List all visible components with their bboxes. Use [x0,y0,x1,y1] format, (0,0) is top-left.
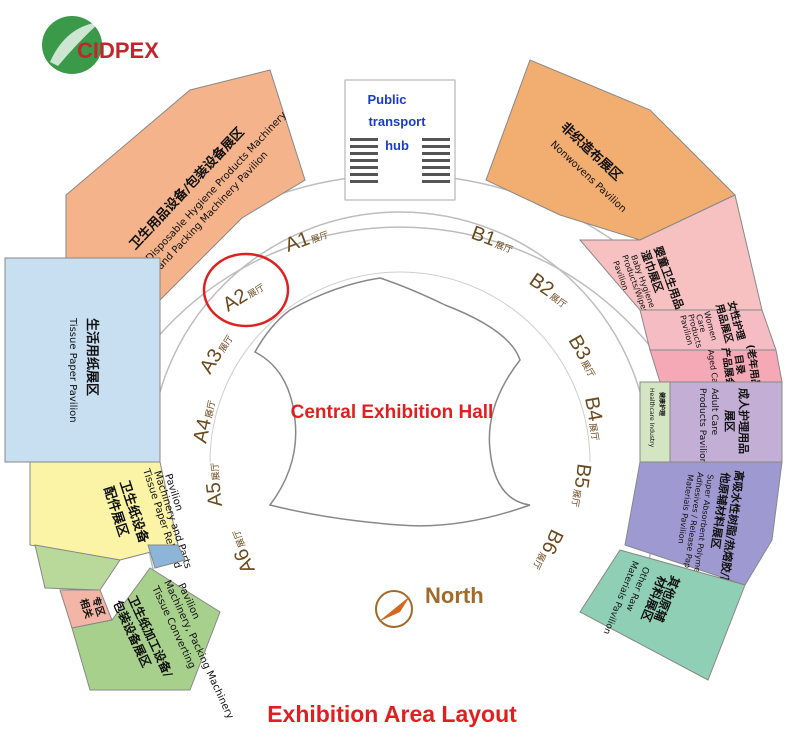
hall-code: B5 [570,462,595,489]
pavilion-small-blue[interactable] [147,544,186,569]
pavilion-women-care[interactable]: 女性护理 用品展区 Women Care Products Pavilion [639,299,777,351]
cidpex-logo: CIDPEX [42,16,159,74]
hub-label-line: Public [367,92,406,107]
hall-a6[interactable]: A6 展厅 [223,527,260,576]
hall-highlight-ring [202,252,290,328]
pavilion-aged-care[interactable]: (老年用品 产品展会) 目录 Aged Care [649,344,783,393]
hall-b6[interactable]: B6 展厅 [528,526,567,575]
stairs-left-icon [350,138,378,183]
hall-suffix: 展厅 [217,333,236,354]
pavilion-label-en: Products Pavilion [697,388,707,464]
north-compass: North [375,583,484,628]
pavilion-small-pink[interactable]: 专区 相关 [59,589,113,629]
hall-a5[interactable]: A5 展厅 [200,462,227,508]
hall-code: A6 [230,545,260,576]
hall-suffix: 展厅 [204,399,219,419]
hall-a4[interactable]: A4 展厅 [189,397,220,445]
pavilion-tissue-paper[interactable]: 生活用纸展区 Tissue Paper Pavilion [4,257,161,463]
hall-code: B3 [564,332,595,364]
hall-suffix: 展厅 [246,282,267,301]
pavilion-baby-hygiene[interactable]: 婴童卫生用品 湿巾展区 Baby Hygiene Products/Wipes … [578,194,763,314]
pavilion-hygiene-machinery[interactable]: 卫生用品设备/包装设备展区 Disposable Hygiene Product… [65,69,306,301]
hall-code: A2 [219,285,251,317]
hall-suffix: 展厅 [209,462,222,481]
central-exhibition-hall[interactable]: Central Exhibition Hall [253,277,531,527]
hub-label-line: transport [368,114,426,129]
logo-text: CIDPEX [77,38,159,63]
compass-needle-icon [378,596,410,622]
stairs-right-icon [422,138,450,183]
hub-label-line: hub [385,138,409,153]
hall-suffix: 展厅 [578,359,597,380]
hall-b4[interactable]: B4 展厅 [580,395,609,442]
hall-ring-inner [209,271,591,463]
hall-code: B4 [580,395,606,423]
map-title: Exhibition Area Layout [267,701,517,727]
hall-a3[interactable]: A3 展厅 [196,329,238,378]
hall-ring-outer [149,211,651,463]
hall-b3[interactable]: B3 展厅 [564,332,605,381]
pavilion-nonwovens[interactable]: 非织造布展区 Nonwovens Pavilion [485,59,736,241]
pavilion-label-en: Healthcare Industry [648,388,655,448]
pavilion-label-zh: 目录 [732,354,747,375]
logo-swoosh-icon [50,22,100,66]
pavilion-label-zh: 成人护理用品 [737,388,751,454]
pavilion-adult-care[interactable]: 健康护理 Healthcare Industry 成人护理用品 展区 Adult… [639,381,783,464]
public-transport-hub[interactable]: Public transport hub [344,79,456,201]
hall-code: A4 [189,417,216,446]
hall-suffix: 展厅 [530,550,548,571]
hall-suffix: 展厅 [587,422,601,442]
pavilion-label-zh: 健康护理 [658,392,666,416]
pavilion-label-en: Adult Care [709,388,719,436]
hall-suffix: 展厅 [548,291,569,310]
hall-b5[interactable]: B5 展厅 [567,462,595,509]
hall-suffix: 展厅 [231,528,248,549]
compass-icon [375,590,413,628]
central-hall-label: Central Exhibition Hall [291,402,494,423]
north-label: North [425,583,484,608]
pavilion-label-en: Tissue Paper Pavilion [67,317,78,423]
pavilion-label-zh: 生活用纸展区 [84,318,100,396]
pavilion-label-zh: 展区 [723,409,736,432]
hall-code: A5 [203,481,227,508]
pavilion-other-raw[interactable]: 其他原辅 材料展区 Other Raw Materials Pavilion [579,549,746,681]
hall-suffix: 展厅 [569,488,582,507]
hall-a2[interactable]: A2 展厅 [219,274,268,316]
